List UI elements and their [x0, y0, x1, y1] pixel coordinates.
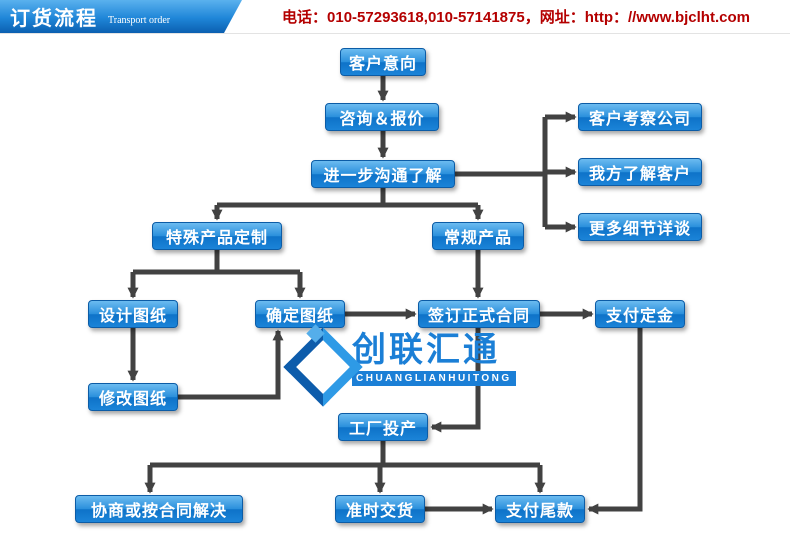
flow-node-further-communication: 进一步沟通了解: [311, 160, 455, 188]
flow-node-understand-customer: 我方了解客户: [578, 158, 702, 186]
logo-name-en: CHUANGLIANHUITONG: [352, 371, 516, 387]
flow-node-negotiate-resolve: 协商或按合同解决: [75, 495, 243, 523]
logo-name-cn: 创联汇通: [352, 330, 500, 369]
flow-node-more-details: 更多细节详谈: [578, 213, 702, 241]
page-title-banner: 订货流程 Transport order: [0, 0, 242, 33]
flow-node-on-time-delivery: 准时交货: [335, 495, 425, 523]
logo-diamond-icon: [282, 324, 363, 407]
contact-info: 电话：010-57293618,010-57141875，网址：http：//w…: [282, 9, 750, 26]
flow-node-modify-drawing: 修改图纸: [88, 383, 178, 411]
flow-node-customer-visit-company: 客户考察公司: [578, 103, 702, 131]
header: 订货流程 Transport order 电话：010-57293618,010…: [0, 0, 790, 34]
flow-node-pay-balance: 支付尾款: [495, 495, 585, 523]
logo-text: 创联汇通 CHUANGLIANHUITONG: [352, 330, 516, 387]
flow-node-factory-production: 工厂投产: [338, 413, 428, 441]
page-title: 订货流程: [10, 8, 98, 30]
page-subtitle: Transport order: [108, 14, 171, 26]
flow-node-confirm-drawing: 确定图纸: [255, 300, 345, 328]
flow-node-regular-product: 常规产品: [432, 222, 524, 250]
flow-node-pay-deposit: 支付定金: [595, 300, 685, 328]
flow-node-special-product-custom: 特殊产品定制: [152, 222, 282, 250]
watermark-logo: 创联汇通 CHUANGLIANHUITONG: [282, 324, 516, 407]
flow-node-sign-contract: 签订正式合同: [418, 300, 540, 328]
flow-node-consult-quote: 咨询＆报价: [325, 103, 439, 131]
flow-node-customer-intention: 客户意向: [340, 48, 426, 76]
flow-node-design-drawing: 设计图纸: [88, 300, 178, 328]
